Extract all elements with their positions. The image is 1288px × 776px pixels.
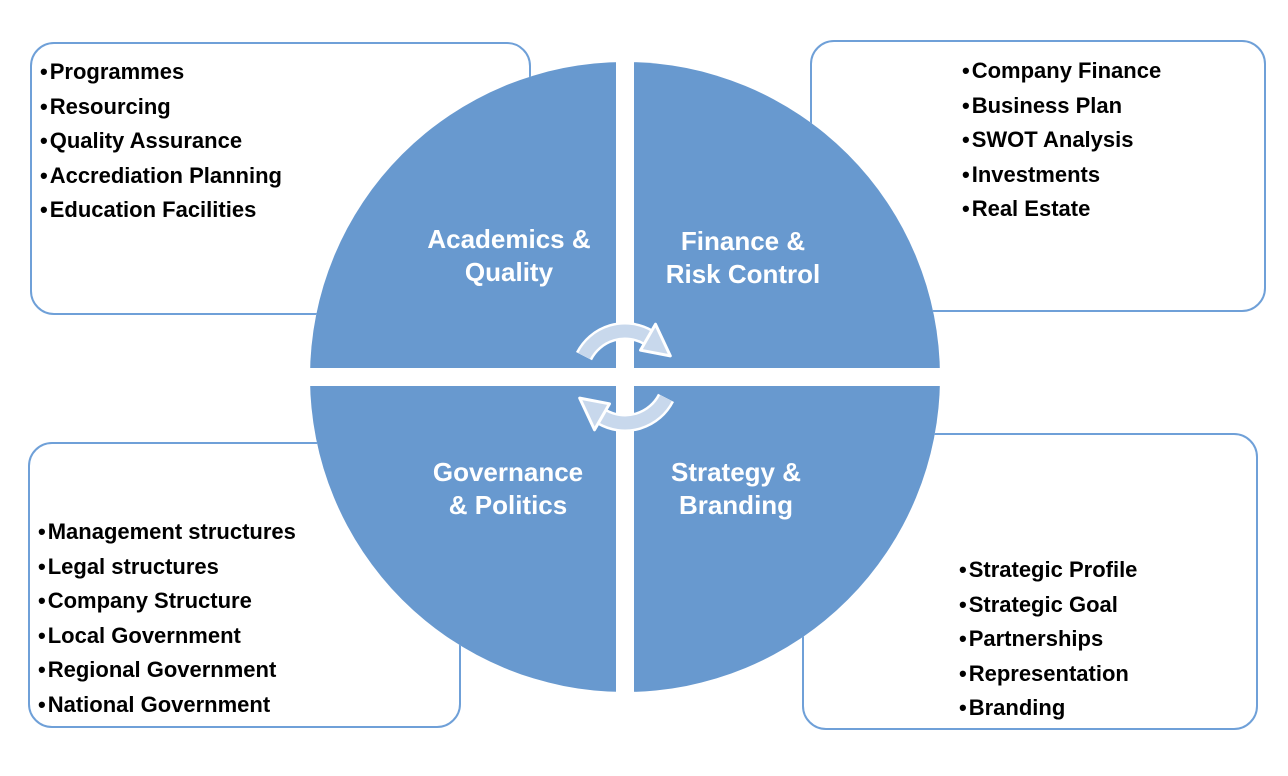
bullet-item: Regional Government bbox=[38, 653, 459, 688]
bullet-item: Legal structures bbox=[38, 550, 459, 585]
bullet-item: Representation bbox=[959, 657, 1256, 692]
academics-bullet-list: Programmes Resourcing Quality Assurance … bbox=[40, 55, 521, 228]
bullet-item: Company Structure bbox=[38, 584, 459, 619]
quadrant-label-line: Strategy & bbox=[670, 457, 802, 487]
quadrant-label-line: & Politics bbox=[448, 490, 568, 520]
finance-bullet-list: Company Finance Business Plan SWOT Analy… bbox=[962, 54, 1264, 227]
bullet-item: Investments bbox=[962, 158, 1264, 193]
quadrant-finance-shape bbox=[634, 62, 940, 368]
governance-bullet-list: Management structures Legal structures C… bbox=[38, 515, 459, 722]
bullet-item: SWOT Analysis bbox=[962, 123, 1264, 158]
bullet-item: Programmes bbox=[40, 55, 521, 90]
quadrant-label-finance: Finance & Risk Control bbox=[666, 225, 821, 291]
bullet-item: National Government bbox=[38, 688, 459, 723]
quadrant-governance-shape bbox=[310, 386, 616, 692]
bullet-item: Strategic Goal bbox=[959, 588, 1256, 623]
quadrant-label-strategy: Strategy & Branding bbox=[671, 456, 801, 522]
bullet-item: Education Facilities bbox=[40, 193, 521, 228]
bullet-item: Real Estate bbox=[962, 192, 1264, 227]
bullet-item: Partnerships bbox=[959, 622, 1256, 657]
bullet-item: Quality Assurance bbox=[40, 124, 521, 159]
bullet-item: Local Government bbox=[38, 619, 459, 654]
bullet-item: Resourcing bbox=[40, 90, 521, 125]
bullet-item: Company Finance bbox=[962, 54, 1264, 89]
quadrant-label-line: Risk Control bbox=[665, 259, 821, 289]
quadrant-circle: Academics & Quality Finance & Risk Contr… bbox=[310, 62, 940, 692]
cycle-arrows-icon bbox=[575, 322, 675, 432]
strategy-bullet-list: Strategic Profile Strategic Goal Partner… bbox=[959, 553, 1256, 726]
bullet-item: Management structures bbox=[38, 515, 459, 550]
bullet-item: Business Plan bbox=[962, 89, 1264, 124]
quadrant-label-line: Branding bbox=[678, 490, 794, 520]
quadrant-label-line: Academics & bbox=[427, 224, 591, 254]
bullet-item: Branding bbox=[959, 691, 1256, 726]
quadrant-label-line: Finance & bbox=[680, 226, 806, 256]
quadrant-label-line: Quality bbox=[464, 257, 554, 287]
quadrant-strategy-shape bbox=[634, 386, 940, 692]
quadrant-label-academics: Academics & Quality bbox=[427, 223, 590, 289]
quadrant-academics-shape bbox=[310, 62, 616, 368]
quadrant-label-line: Governance bbox=[432, 457, 584, 487]
bullet-item: Strategic Profile bbox=[959, 553, 1256, 588]
quadrant-label-governance: Governance & Politics bbox=[433, 456, 583, 522]
bullet-item: Accrediation Planning bbox=[40, 159, 521, 194]
